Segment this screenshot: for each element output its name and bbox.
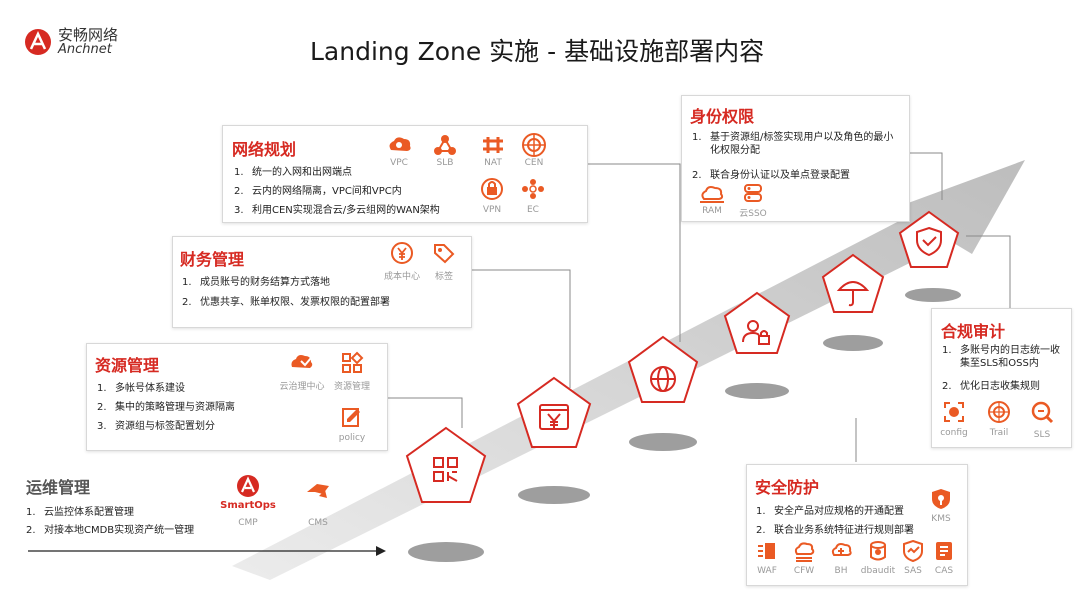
pentagon-finance-icon [539, 404, 569, 430]
compliance-item-2: 2.优化日志收集规则 [942, 381, 1040, 392]
security-title: 安全防护 [755, 478, 820, 497]
ops-item-2: 2.对接本地CMDB实现资产统一管理 [26, 525, 195, 536]
network-item-1: 1.统一的入网和出网端点 [234, 167, 352, 178]
sas-icon: SAS [902, 539, 924, 576]
compliance-item-1: 1.多账号内的日志统一收集至SLS和OSS内 [942, 345, 1060, 369]
finance-box [172, 236, 472, 328]
kms-icon: KMS [930, 488, 952, 524]
resource-item-2: 2.集中的策略管理与资源隔离 [97, 402, 235, 413]
logo-cn: 安畅网络 [58, 26, 119, 44]
policy-icon: policy [339, 405, 365, 443]
ec-icon: EC [521, 177, 545, 215]
ops-item-1: 1.云监控体系配置管理 [26, 507, 134, 518]
security-box [746, 464, 968, 586]
cloud-sso-icon: 云SSO [739, 182, 767, 219]
pentagon-compliance-icon [916, 226, 942, 257]
ops-arrow-head [376, 546, 386, 556]
network-item-2: 2.云内的网络隔离，VPC间和VPC内 [234, 186, 402, 197]
resource-item-3: 3.资源组与标签配置划分 [97, 421, 215, 432]
pentagon-security [821, 253, 885, 313]
cost-center-icon: 成本中心 [384, 241, 420, 282]
config-icon: config [940, 400, 968, 438]
connector-lines [386, 152, 1011, 462]
identity-box [681, 95, 910, 222]
resource-mgmt-icon: 资源管理 [334, 351, 370, 392]
security-item-1: 1.安全产品对应规格的开通配置 [756, 506, 904, 517]
resource-item-1: 1.多帐号体系建设 [97, 383, 185, 394]
ops-title: 运维管理 [26, 478, 91, 497]
slb-icon: SLB [432, 132, 458, 168]
security-item-2: 2.联合业务系统特征进行规则部署 [756, 525, 914, 536]
cas-icon: CAS [933, 540, 955, 576]
compliance-title: 合规审计 [941, 322, 1006, 341]
ram-icon: RAM [699, 182, 725, 216]
pentagon-identity-icon [742, 320, 770, 345]
cfw-icon: CFW [793, 540, 815, 576]
pentagon-ops [405, 426, 487, 503]
identity-item-2: 2.联合身份认证以及单点登录配置 [692, 170, 850, 181]
smartops-label: SmartOps [220, 500, 276, 511]
pentagon-network [627, 335, 699, 403]
cen-icon: CEN [521, 132, 547, 168]
pentagon-security-icon [836, 281, 870, 307]
compliance-box [931, 308, 1072, 448]
sls-icon: SLS [1030, 400, 1054, 440]
finance-item-2: 2.优惠共享、账单权限、发票权限的配置部署 [182, 297, 390, 308]
bh-icon: BH [830, 540, 852, 576]
tag-icon: 标签 [432, 241, 456, 282]
logo-en: Anchnet [58, 42, 112, 57]
finance-item-1: 1.成员账号的财务结算方式落地 [182, 277, 330, 288]
identity-item-1: 1.基于资源组/标签实现用户以及角色的最小化权限分配 [692, 132, 894, 156]
resource-box [86, 343, 388, 451]
step-shadows [408, 288, 961, 562]
network-title: 网络规划 [232, 140, 297, 159]
pentagon-network-icon [650, 366, 676, 392]
vpn-icon: VPN [480, 177, 504, 215]
cms-icon: CMS [305, 480, 331, 528]
pentagon-ops-icon [433, 457, 458, 482]
pentagon-finance [516, 376, 592, 448]
dbaudit-icon: dbaudit [861, 540, 895, 576]
nat-icon: NAT [480, 132, 506, 168]
cloud-governance-icon: 云治理中心 [279, 351, 325, 392]
page-title: Landing Zone 实施 - 基础设施部署内容 [310, 37, 765, 66]
anchnet-logo-icon [25, 29, 51, 55]
network-item-3: 3.利用CEN实现混合云/多云组网的WAN架构 [234, 205, 440, 216]
pentagon-compliance [898, 210, 960, 268]
resource-title: 资源管理 [95, 356, 160, 375]
waf-icon: WAF [756, 540, 778, 576]
finance-title: 财务管理 [180, 250, 245, 269]
vpc-icon: VPC [386, 132, 412, 168]
identity-title: 身份权限 [690, 107, 755, 126]
smartops-icon: SmartOps CMP [220, 474, 276, 528]
trail-icon: Trail [987, 400, 1011, 438]
